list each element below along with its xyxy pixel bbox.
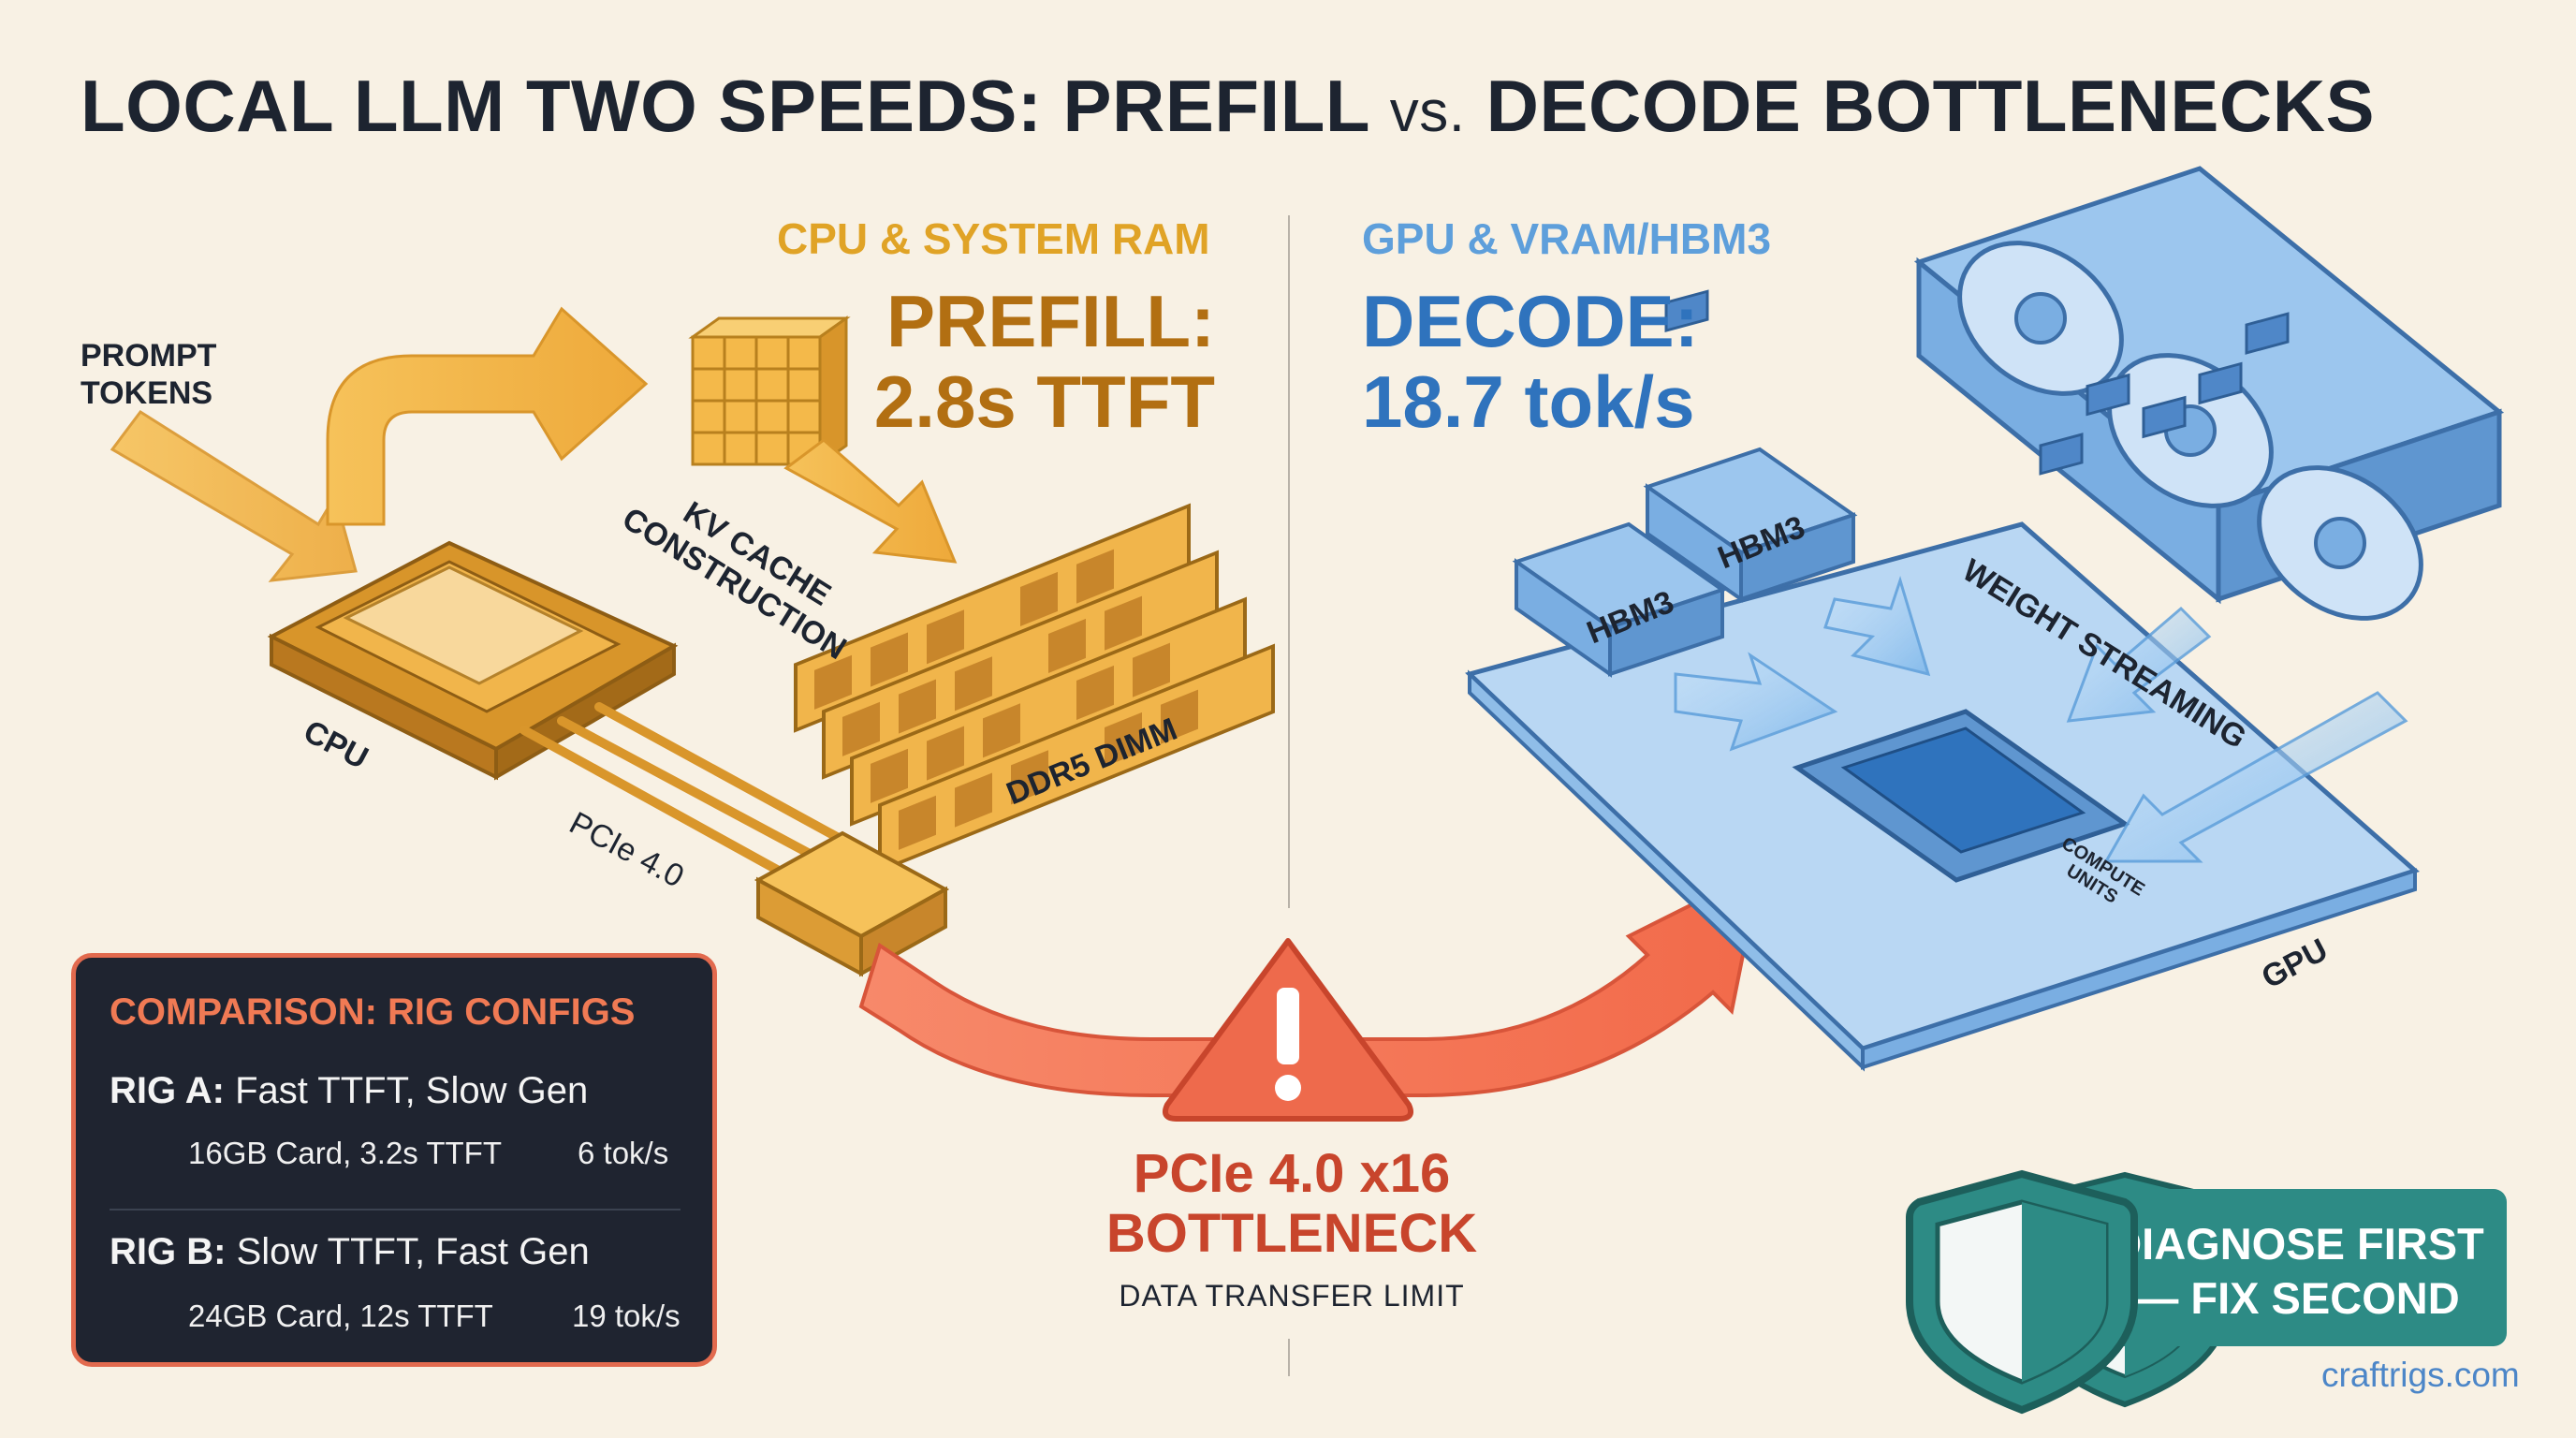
decode-label: DECODE: xyxy=(1362,280,1699,362)
ddr5-dimms xyxy=(794,503,1275,873)
cpu-section-header: CPU & SYSTEM RAM xyxy=(777,214,1210,263)
hbm3-stack-left xyxy=(1512,521,1727,678)
comparison-panel: COMPARISON: RIG CONFIGS RIG A: Fast TTFT… xyxy=(71,953,717,1367)
rig-b-spec: 24GB Card, 12s TTFT xyxy=(188,1299,493,1333)
section-divider xyxy=(1288,215,1290,908)
rig-b-rate: 19 tok/s xyxy=(572,1299,681,1333)
prefill-metric: PREFILL: 2.8s TTFT xyxy=(869,281,1215,442)
page-title: LOCAL LLM TWO SPEEDS: PREFILL vs. DECODE… xyxy=(80,65,2376,147)
kv-loop-arrow xyxy=(326,306,649,526)
prefill-label: PREFILL: xyxy=(886,280,1215,362)
rig-b-title: RIG B: Slow TTFT, Fast Gen xyxy=(110,1231,590,1272)
pcie-traces xyxy=(520,702,852,885)
weight-streaming-arrows xyxy=(1674,576,2408,863)
kv-cache-blocks xyxy=(688,315,851,467)
gpu-section-header: GPU & VRAM/HBM3 xyxy=(1362,214,1772,263)
decode-metric: DECODE: 18.7 tok/s xyxy=(1362,281,1699,442)
kv-to-ram-arrow xyxy=(783,438,958,564)
prefill-value: 2.8s TTFT xyxy=(873,360,1215,443)
hbm3-stack-right xyxy=(1643,447,1858,603)
comparison-header: COMPARISON: RIG CONFIGS xyxy=(110,991,636,1033)
callout-text: DIAGNOSE FIRST— FIX SECOND xyxy=(2110,1219,2484,1323)
warning-triangle-icon xyxy=(1163,938,1413,1122)
section-divider-bottom xyxy=(1288,1339,1290,1376)
gpu-card xyxy=(1913,166,2505,621)
decode-value: 18.7 tok/s xyxy=(1362,360,1695,443)
comparison-separator xyxy=(110,1209,681,1211)
rig-a-rate: 6 tok/s xyxy=(578,1136,669,1170)
cpu-chip xyxy=(267,540,679,781)
bottleneck-subtitle: DATA TRANSFER LIMIT xyxy=(1119,1279,1465,1313)
rig-a-spec: 16GB Card, 3.2s TTFT xyxy=(188,1136,502,1170)
pcie-bottleneck-arrow xyxy=(858,867,1763,1097)
shield-overlay xyxy=(1906,1169,2138,1415)
footer-site[interactable]: craftrigs.com xyxy=(2321,1356,2520,1394)
gpu-board xyxy=(1465,289,2420,1072)
rig-a-title: RIG A: Fast TTFT, Slow Gen xyxy=(110,1070,589,1111)
prompt-arrow xyxy=(110,409,358,582)
